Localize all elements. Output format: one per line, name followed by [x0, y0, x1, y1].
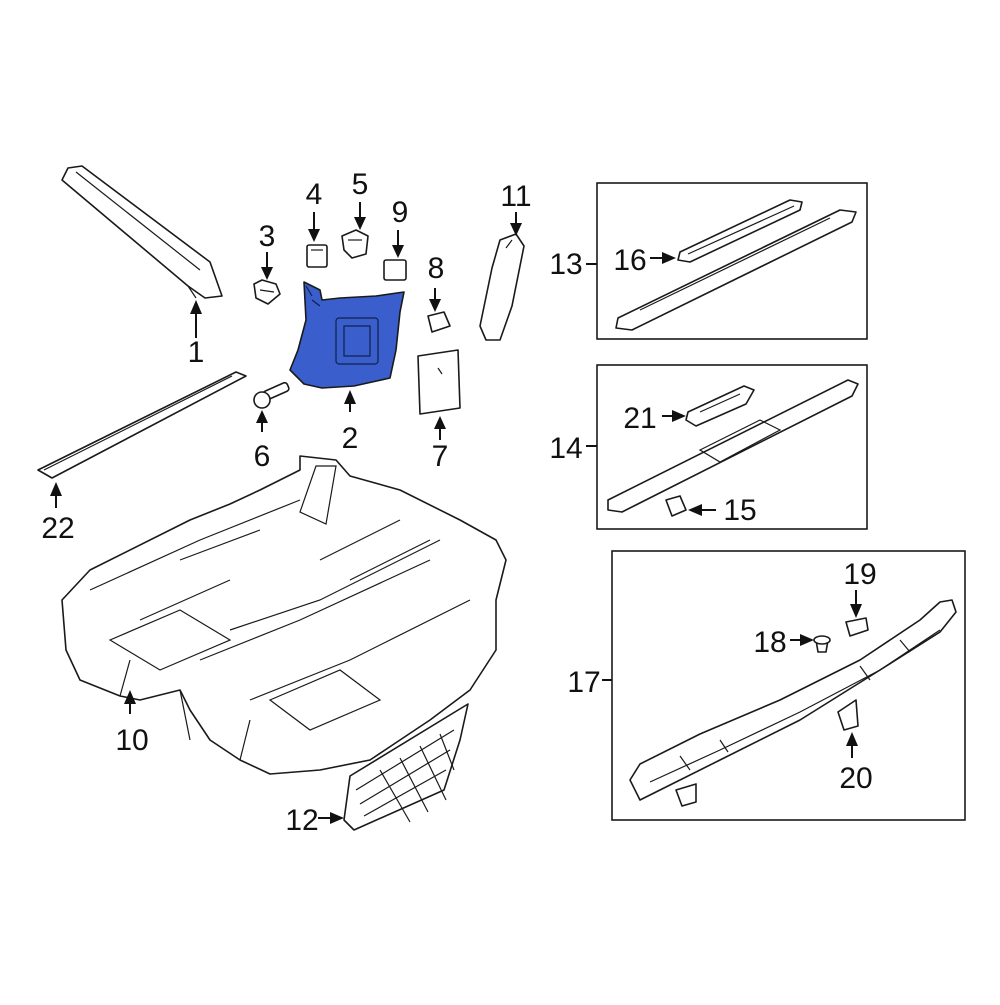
label-11[interactable]: 11 [500, 180, 531, 213]
leader-22 [50, 482, 62, 508]
part-5-clip[interactable] [341, 229, 369, 259]
part-9-clip[interactable] [383, 259, 407, 281]
part-22-sill-strip[interactable] [37, 371, 247, 479]
label-7[interactable]: 7 [432, 440, 449, 473]
part-2-kick-panel[interactable] [289, 281, 405, 389]
label-4[interactable]: 4 [306, 178, 323, 211]
group-box-17 [611, 550, 966, 821]
leader-2 [344, 390, 356, 412]
leader-20 [846, 732, 858, 758]
part-4-clip[interactable] [306, 244, 328, 268]
leader-11 [510, 212, 522, 236]
part-6-pin[interactable] [253, 381, 290, 409]
part-10-floor-pan[interactable] [61, 455, 507, 775]
part-8-pad[interactable] [427, 311, 451, 333]
label-9[interactable]: 9 [392, 196, 409, 229]
leader-9 [392, 230, 404, 258]
label-15[interactable]: 15 [723, 494, 756, 527]
leader-10 [124, 690, 136, 714]
label-17[interactable]: 17 [567, 666, 600, 699]
part-1-pillar-trim[interactable] [61, 165, 223, 299]
part-20-bracket[interactable] [837, 699, 859, 731]
leader-5 [354, 202, 366, 230]
part-12-cargo-net[interactable] [343, 703, 469, 831]
label-6[interactable]: 6 [254, 440, 271, 473]
leader-6 [256, 410, 268, 432]
group-box-13 [596, 182, 868, 340]
part-18-fastener[interactable] [813, 635, 831, 653]
leader-8 [429, 288, 441, 312]
part-15-clip[interactable] [665, 495, 687, 517]
part-2-fill [289, 281, 405, 389]
label-16[interactable]: 16 [613, 244, 646, 277]
label-19[interactable]: 19 [843, 558, 876, 591]
label-18[interactable]: 18 [753, 626, 786, 659]
part-17-reinforcement[interactable] [629, 599, 957, 801]
label-21[interactable]: 21 [623, 402, 656, 435]
label-8[interactable]: 8 [428, 252, 445, 285]
part-16-sill-insert[interactable] [677, 199, 803, 263]
part-7-label-sheet[interactable] [417, 349, 461, 415]
label-22[interactable]: 22 [41, 512, 74, 545]
label-2[interactable]: 2 [342, 422, 359, 455]
part-11-pillar-trim[interactable] [479, 233, 525, 341]
leader-7 [434, 416, 446, 440]
leader-18 [790, 634, 814, 646]
leader-19 [850, 590, 862, 618]
part-14-sill-plate[interactable] [607, 379, 859, 513]
label-12[interactable]: 12 [285, 804, 318, 837]
part-19-clip[interactable] [845, 617, 869, 637]
leader-12 [318, 812, 344, 824]
part-3-clip[interactable] [253, 279, 281, 305]
label-13[interactable]: 13 [549, 248, 582, 281]
label-1[interactable]: 1 [188, 336, 205, 369]
leader-16 [650, 252, 676, 264]
label-10[interactable]: 10 [115, 724, 148, 757]
leader-1 [190, 300, 202, 338]
leader-21 [662, 410, 686, 422]
label-14[interactable]: 14 [549, 432, 582, 465]
part-17-clip[interactable] [675, 783, 697, 807]
leader-15 [688, 504, 716, 516]
part-13-sill-plate[interactable] [615, 209, 857, 331]
part-21-switch[interactable] [685, 385, 755, 427]
leader-4 [308, 212, 320, 242]
label-3[interactable]: 3 [259, 220, 276, 253]
label-20[interactable]: 20 [839, 762, 872, 795]
leader-3 [261, 252, 273, 280]
label-5[interactable]: 5 [352, 168, 369, 201]
